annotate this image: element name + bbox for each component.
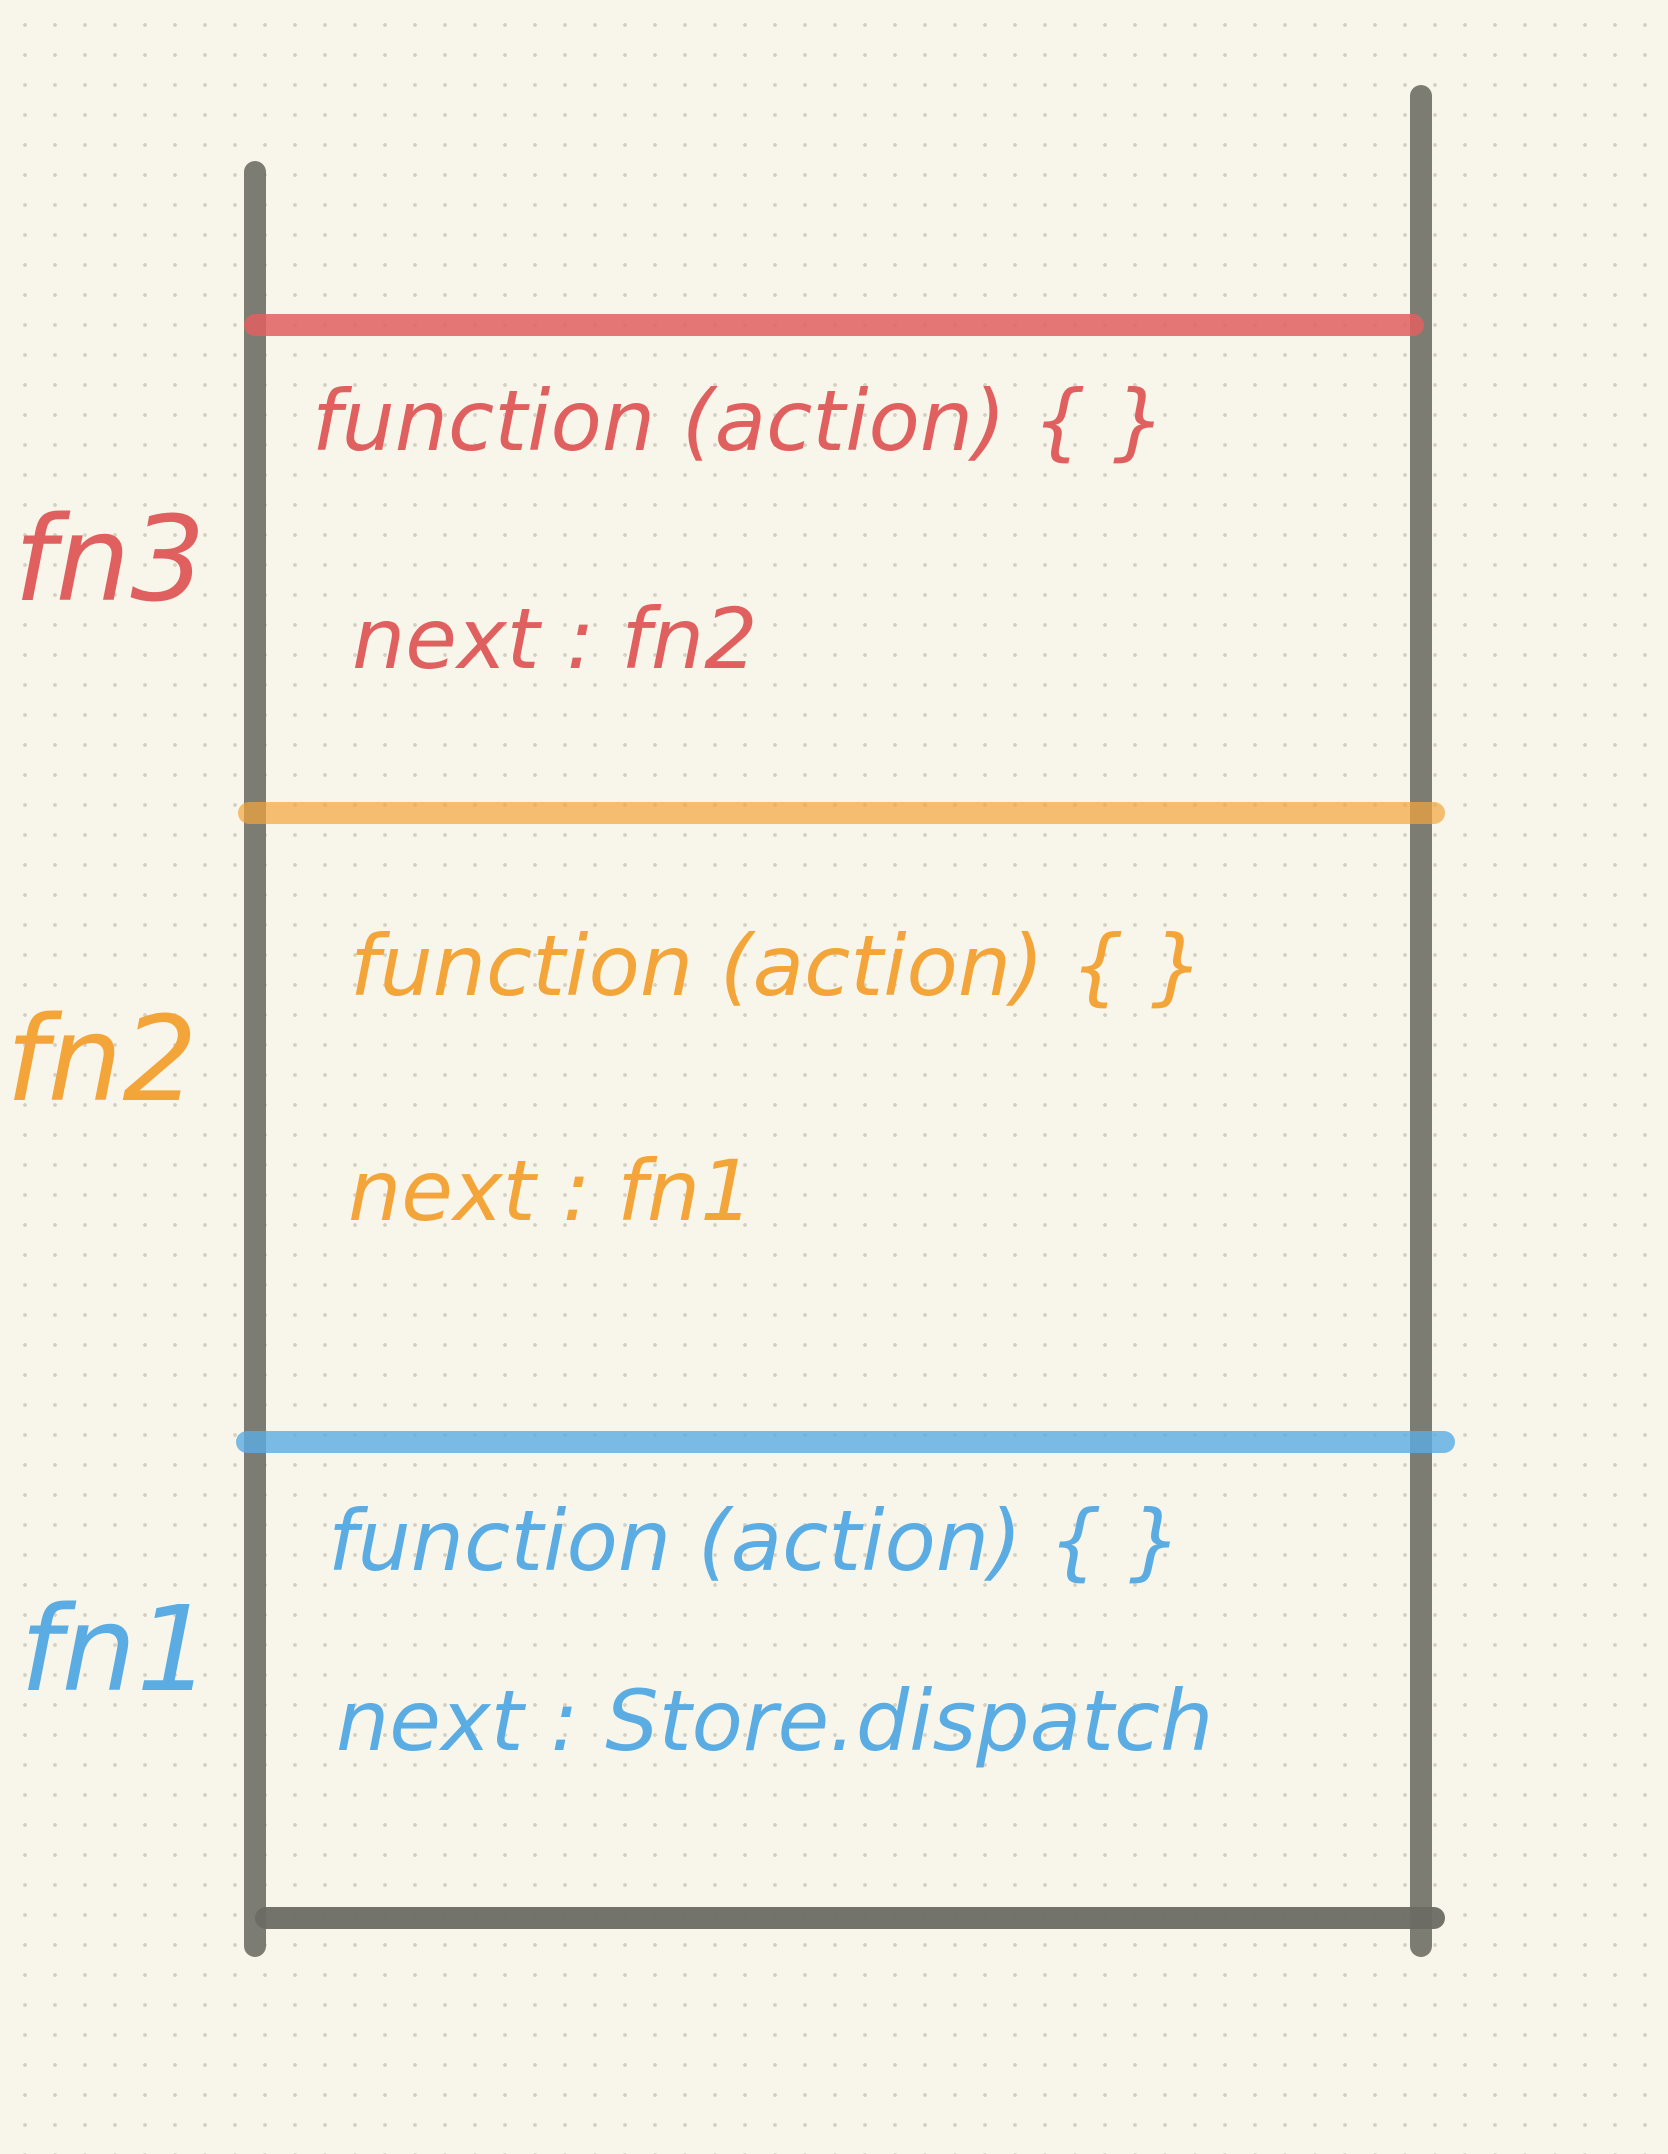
fn1-label: fn1 xyxy=(20,1580,211,1718)
fn1-next-pointer: next : Store.dispatch xyxy=(336,1672,1213,1770)
fn2-next-pointer: next : fn1 xyxy=(348,1142,754,1240)
fn2-function-signature: function (action) { } xyxy=(350,917,1204,1015)
fn3-label: fn3 xyxy=(14,490,205,628)
fn1-function-signature: function (action) { } xyxy=(328,1492,1182,1590)
fn3-next-pointer: next : fn2 xyxy=(352,590,758,688)
fn3-function-signature: function (action) { } xyxy=(312,372,1166,470)
fn2-label: fn2 xyxy=(6,990,197,1128)
